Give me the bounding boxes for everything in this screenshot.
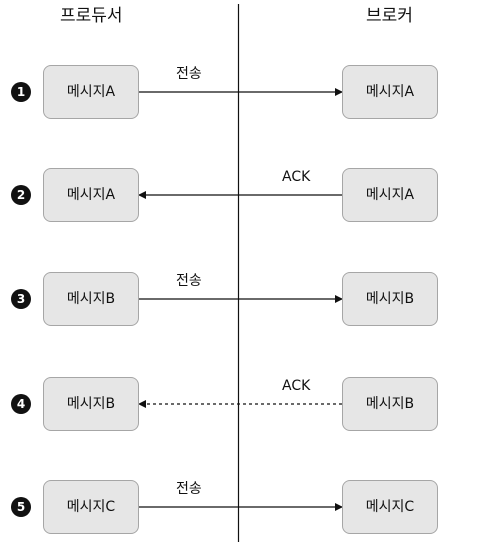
step-number-badge: 2 (11, 185, 31, 205)
producer-message-box: 메시지B (43, 377, 139, 431)
ack-arrow-label: ACK (282, 378, 311, 394)
producer-message-label: 메시지A (66, 187, 116, 203)
producer-message-box: 메시지C (43, 480, 139, 534)
ack-arrow-label: ACK (282, 169, 311, 185)
producer-message-box: 메시지A (43, 65, 139, 119)
broker-message-box: 메시지B (342, 272, 438, 326)
send-arrow-label: 전송 (176, 481, 202, 497)
broker-message-label: 메시지B (365, 291, 415, 307)
step-number-badge: 5 (11, 497, 31, 517)
broker-header: 브로커 (366, 6, 413, 26)
broker-message-label: 메시지B (365, 396, 415, 412)
step-number-badge: 3 (11, 289, 31, 309)
broker-message-box: 메시지A (342, 65, 438, 119)
step-number-badge: 4 (11, 394, 31, 414)
producer-message-label: 메시지B (66, 396, 116, 412)
producer-message-box: 메시지A (43, 168, 139, 222)
broker-message-box: 메시지A (342, 168, 438, 222)
producer-message-label: 메시지A (66, 84, 116, 100)
step-number-badge: 1 (11, 82, 31, 102)
broker-message-box: 메시지C (342, 480, 438, 534)
broker-message-label: 메시지A (365, 84, 415, 100)
send-arrow-label: 전송 (176, 273, 202, 289)
producer-header: 프로듀서 (60, 6, 123, 26)
broker-message-label: 메시지C (365, 499, 415, 515)
producer-message-box: 메시지B (43, 272, 139, 326)
broker-message-box: 메시지B (342, 377, 438, 431)
producer-message-label: 메시지C (66, 499, 116, 515)
broker-message-label: 메시지A (365, 187, 415, 203)
producer-message-label: 메시지B (66, 291, 116, 307)
send-arrow-label: 전송 (176, 66, 202, 82)
